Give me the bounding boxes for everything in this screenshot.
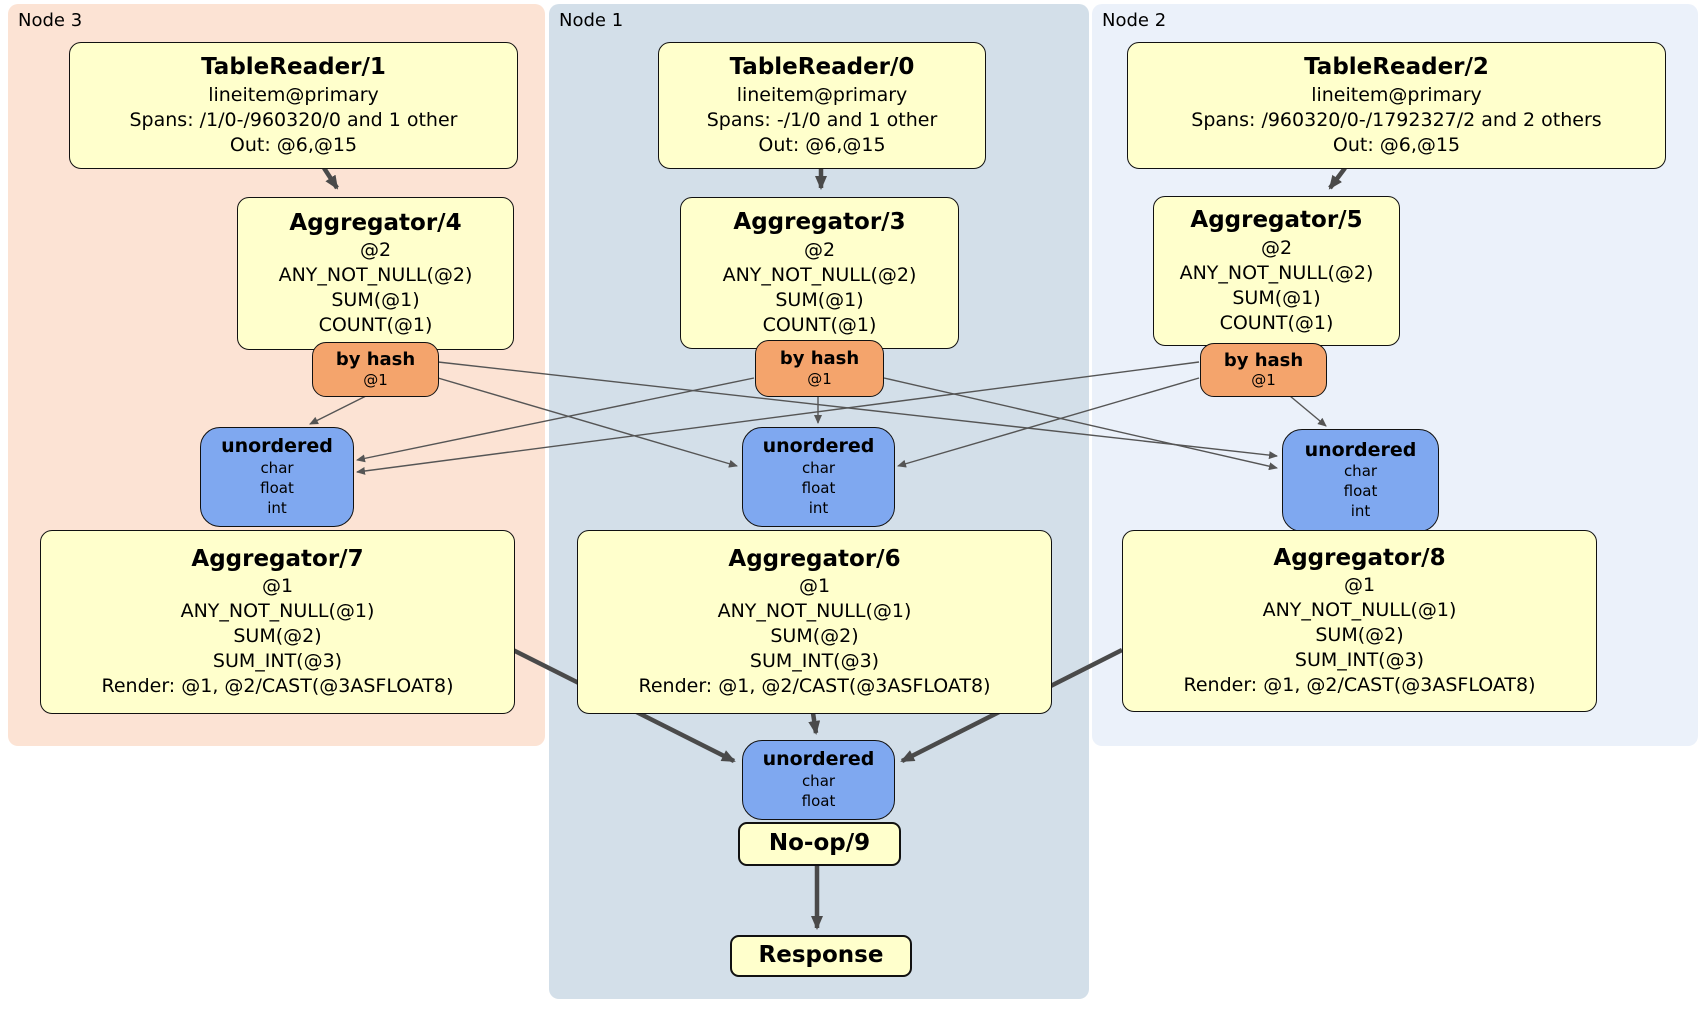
node-detail: Render: @1, @2/CAST(@3ASFLOAT8) [638,675,991,698]
router-title: by hash [779,348,860,370]
unordered-sync-middle: unordered char float int [742,427,895,527]
node-detail: ANY_NOT_NULL(@1) [717,600,912,623]
node-detail: SUM(@1) [1232,286,1321,309]
node-detail: @1 [798,575,831,598]
node-detail: ANY_NOT_NULL(@2) [722,263,917,286]
aggregator-3-node: Aggregator/3 @2 ANY_NOT_NULL(@2) SUM(@1)… [680,197,959,349]
table-reader-2-node: TableReader/2 lineitem@primary Spans: /9… [1127,42,1666,169]
sync-col: char [801,458,836,477]
node-detail: ANY_NOT_NULL(@1) [180,600,375,623]
noop-9-node: No-op/9 [738,822,901,866]
hash-stream-edges [309,361,1327,475]
sync-col: char [260,458,294,477]
unordered-sync-right: unordered char float int [1282,429,1439,532]
node1-label: Node 1 [559,10,624,31]
node-title: Response [758,942,884,969]
sync-title: unordered [762,748,875,771]
node-detail: lineitem@primary [1311,83,1482,106]
node-detail: ANY_NOT_NULL(@2) [1179,261,1374,284]
table-reader-1-node: TableReader/1 lineitem@primary Spans: /1… [69,42,518,169]
aggregator-6-node: Aggregator/6 @1 ANY_NOT_NULL(@1) SUM(@2)… [577,530,1052,714]
sync-col: float [801,791,836,810]
node-detail: COUNT(@1) [1219,311,1334,334]
node-title: Aggregator/5 [1190,207,1363,234]
node-detail: @2 [1260,236,1293,259]
node-title: Aggregator/7 [191,545,364,572]
node3-label: Node 3 [18,10,83,31]
node-detail: Spans: /1/0-/960320/0 and 1 other [129,108,458,131]
node-detail: lineitem@primary [208,83,379,106]
node-detail: @2 [359,239,392,262]
node-title: Aggregator/6 [728,545,901,572]
aggregator-7-node: Aggregator/7 @1 ANY_NOT_NULL(@1) SUM(@2)… [40,530,515,714]
router-title: by hash [335,349,416,371]
sync-col: int [267,498,287,517]
sync-col: char [1343,462,1378,481]
node-title: Aggregator/3 [733,209,906,236]
node-detail: SUM(@1) [331,289,420,312]
node-detail: SUM(@2) [233,625,322,648]
hash-router-5: by hash @1 [1200,343,1327,397]
node-detail: ANY_NOT_NULL(@1) [1262,599,1457,622]
aggregator-4-node: Aggregator/4 @2 ANY_NOT_NULL(@2) SUM(@1)… [237,197,514,350]
unordered-sync-left: unordered char float int [200,427,354,527]
node-detail: SUM_INT(@3) [212,650,343,673]
node-title: TableReader/0 [729,54,915,81]
hash-router-4: by hash @1 [312,342,439,397]
aggregator-5-node: Aggregator/5 @2 ANY_NOT_NULL(@2) SUM(@1)… [1153,196,1400,346]
node-detail: COUNT(@1) [762,313,877,336]
node-title: TableReader/2 [1304,54,1489,81]
node-detail: @2 [803,238,836,261]
sync-col: char [801,771,836,790]
node-detail: Out: @6,@15 [1332,133,1461,156]
sync-col: int [1350,502,1371,521]
node-detail: @1 [1343,574,1376,597]
sync-title: unordered [1304,438,1417,461]
router-title: by hash [1223,349,1304,371]
node-detail: COUNT(@1) [318,314,433,337]
node-title: TableReader/1 [201,54,386,81]
node-title: Aggregator/4 [289,209,462,236]
router-key: @1 [807,369,832,388]
sync-col: int [808,498,829,517]
table-reader-0-node: TableReader/0 lineitem@primary Spans: -/… [658,42,986,169]
node-detail: SUM_INT(@3) [749,650,880,673]
node-detail: ANY_NOT_NULL(@2) [278,264,473,287]
node-title: Aggregator/8 [1273,544,1446,571]
node-detail: SUM_INT(@3) [1294,649,1425,672]
node-detail: @1 [261,575,294,598]
node-title: No-op/9 [768,830,871,857]
node-detail: SUM(@1) [775,288,864,311]
node-detail: SUM(@2) [1315,624,1404,647]
unordered-sync-final: unordered char float [742,740,895,820]
node-detail: Render: @1, @2/CAST(@3ASFLOAT8) [101,675,454,698]
router-key: @1 [1251,371,1276,390]
sync-col: float [1343,482,1378,501]
node-detail: Out: @6,@15 [229,133,358,156]
sync-title: unordered [762,435,875,458]
sync-col: float [260,478,294,497]
sync-col: float [801,478,836,497]
node-detail: Spans: /960320/0-/1792327/2 and 2 others [1191,108,1602,131]
router-key: @1 [363,370,388,389]
aggregator-8-node: Aggregator/8 @1 ANY_NOT_NULL(@1) SUM(@2)… [1122,530,1597,712]
sync-title: unordered [221,435,333,458]
node-detail: SUM(@2) [770,625,859,648]
node-detail: lineitem@primary [736,83,908,106]
response-node: Response [730,935,912,977]
node2-label: Node 2 [1102,10,1167,31]
node-detail: Spans: -/1/0 and 1 other [706,108,938,131]
node-detail: Out: @6,@15 [758,133,886,156]
hash-router-3: by hash @1 [755,340,884,397]
node-detail: Render: @1, @2/CAST(@3ASFLOAT8) [1183,674,1536,697]
